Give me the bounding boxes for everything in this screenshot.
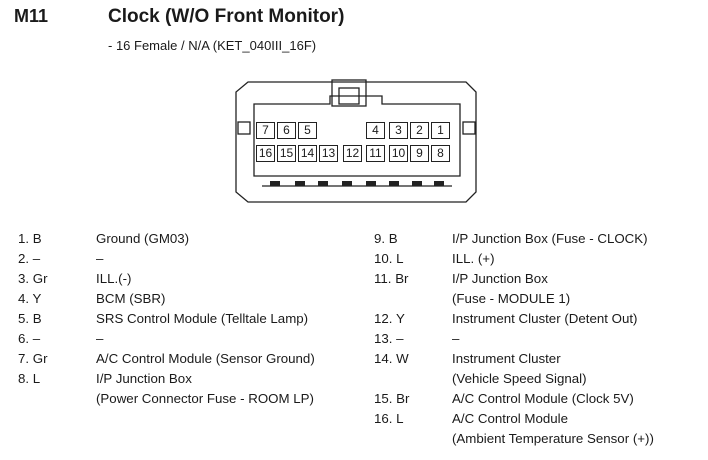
pin-description: Instrument Cluster [452, 351, 561, 366]
pin-number: 12. Y [374, 311, 405, 326]
pin-description: – [96, 331, 104, 346]
side-lock-left [237, 121, 251, 135]
pin-row: 5. B SRS Control Module (Telltale Lamp) [18, 311, 363, 331]
pin-row: 8. L I/P Junction Box [18, 371, 363, 391]
pin-row: 1. B Ground (GM03) [18, 231, 363, 251]
pin-number: 4. Y [18, 291, 42, 306]
terminal-slots [270, 181, 444, 186]
pin-description: I/P Junction Box [96, 371, 192, 386]
pin-description: ILL.(-) [96, 271, 132, 286]
pin-row: 11. Br I/P Junction Box [374, 271, 708, 291]
connector-housing [235, 81, 477, 203]
pin-description: SRS Control Module (Telltale Lamp) [96, 311, 309, 326]
pin-cell: 15 [277, 145, 296, 162]
connector-diagram [235, 79, 477, 203]
pin-cell: 14 [298, 145, 317, 162]
pin-number: 6. – [18, 331, 41, 346]
pin-description: Instrument Cluster (Detent Out) [452, 311, 638, 326]
pin-row: (Vehicle Speed Signal) [374, 371, 708, 391]
pin-number: 11. Br [374, 271, 409, 286]
pin-row: 15. Br A/C Control Module (Clock 5V) [374, 391, 708, 411]
pin-number: 14. W [374, 351, 409, 366]
pin-cell: 11 [366, 145, 385, 162]
connector-latch [331, 79, 367, 107]
pin-number: 9. B [374, 231, 398, 246]
pin-row: 14. W Instrument Cluster [374, 351, 708, 371]
pin-description: (Vehicle Speed Signal) [452, 371, 587, 386]
pin-number: 3. Gr [18, 271, 48, 286]
pin-number: 15. Br [374, 391, 410, 406]
pin-description: – [452, 331, 460, 346]
pin-row: 7. Gr A/C Control Module (Sensor Ground) [18, 351, 363, 371]
pin-number: 8. L [18, 371, 41, 386]
pin-row: 6. – – [18, 331, 363, 351]
pin-description: (Power Connector Fuse - ROOM LP) [96, 391, 314, 406]
pin-description: A/C Control Module (Sensor Ground) [96, 351, 315, 366]
pin-description: – [96, 251, 104, 266]
side-lock-right [462, 121, 476, 135]
pin-number: 5. B [18, 311, 42, 326]
pin-row: 12. Y Instrument Cluster (Detent Out) [374, 311, 708, 331]
pin-row: 10. L ILL. (+) [374, 251, 708, 271]
pin-description: (Fuse - MODULE 1) [452, 291, 571, 306]
pin-row: 4. Y BCM (SBR) [18, 291, 363, 311]
pin-cell: 2 [410, 122, 429, 139]
pin-cell: 1 [431, 122, 450, 139]
pin-row: (Fuse - MODULE 1) [374, 291, 708, 311]
connector-inner [253, 95, 461, 177]
connector-code: M11 [14, 6, 49, 26]
pin-number: 7. Gr [18, 351, 48, 366]
pin-cell: 3 [389, 122, 408, 139]
pin-list-left: 1. B Ground (GM03) 2. – – 3. Gr ILL.(-) 4. Y BC… [18, 231, 363, 411]
pin-cell: 16 [256, 145, 275, 162]
pin-row: 13. – – [374, 331, 708, 351]
pin-description: I/P Junction Box (Fuse - CLOCK) [452, 231, 648, 246]
pin-description: (Ambient Temperature Sensor (+)) [452, 431, 654, 446]
pin-description: I/P Junction Box [452, 271, 548, 286]
pin-row: (Power Connector Fuse - ROOM LP) [18, 391, 363, 411]
pin-row: (Ambient Temperature Sensor (+)) [374, 431, 708, 451]
pin-cell: 13 [319, 145, 338, 162]
pin-number: 2. – [18, 251, 41, 266]
connector-subtitle: - 16 Female / N/A (KET_040III_16F) [108, 38, 317, 53]
pin-number: 13. – [374, 331, 404, 346]
pin-cell: 4 [366, 122, 385, 139]
pin-description: A/C Control Module (Clock 5V) [452, 391, 634, 406]
pin-row: 3. Gr ILL.(-) [18, 271, 363, 291]
pin-description: A/C Control Module [452, 411, 569, 426]
pin-row: 2. – – [18, 251, 363, 271]
pin-description: Ground (GM03) [96, 231, 190, 246]
pin-cell: 5 [298, 122, 317, 139]
pin-description: BCM (SBR) [96, 291, 166, 306]
pin-number: 1. B [18, 231, 42, 246]
page-title: Clock (W/O Front Monitor) [108, 6, 345, 27]
pin-cell: 9 [410, 145, 429, 162]
pin-list-right: 9. B I/P Junction Box (Fuse - CLOCK) 10. L… [374, 231, 708, 451]
pin-row: 9. B I/P Junction Box (Fuse - CLOCK) [374, 231, 708, 251]
pin-cell: 10 [389, 145, 408, 162]
pin-description: ILL. (+) [452, 251, 495, 266]
pin-row: 16. L A/C Control Module [374, 411, 708, 431]
pin-cell: 7 [256, 122, 275, 139]
pin-number: 10. L [374, 251, 404, 266]
pin-cell: 12 [343, 145, 362, 162]
pin-cell: 6 [277, 122, 296, 139]
pin-cell: 8 [431, 145, 450, 162]
pin-number: 16. L [374, 411, 404, 426]
